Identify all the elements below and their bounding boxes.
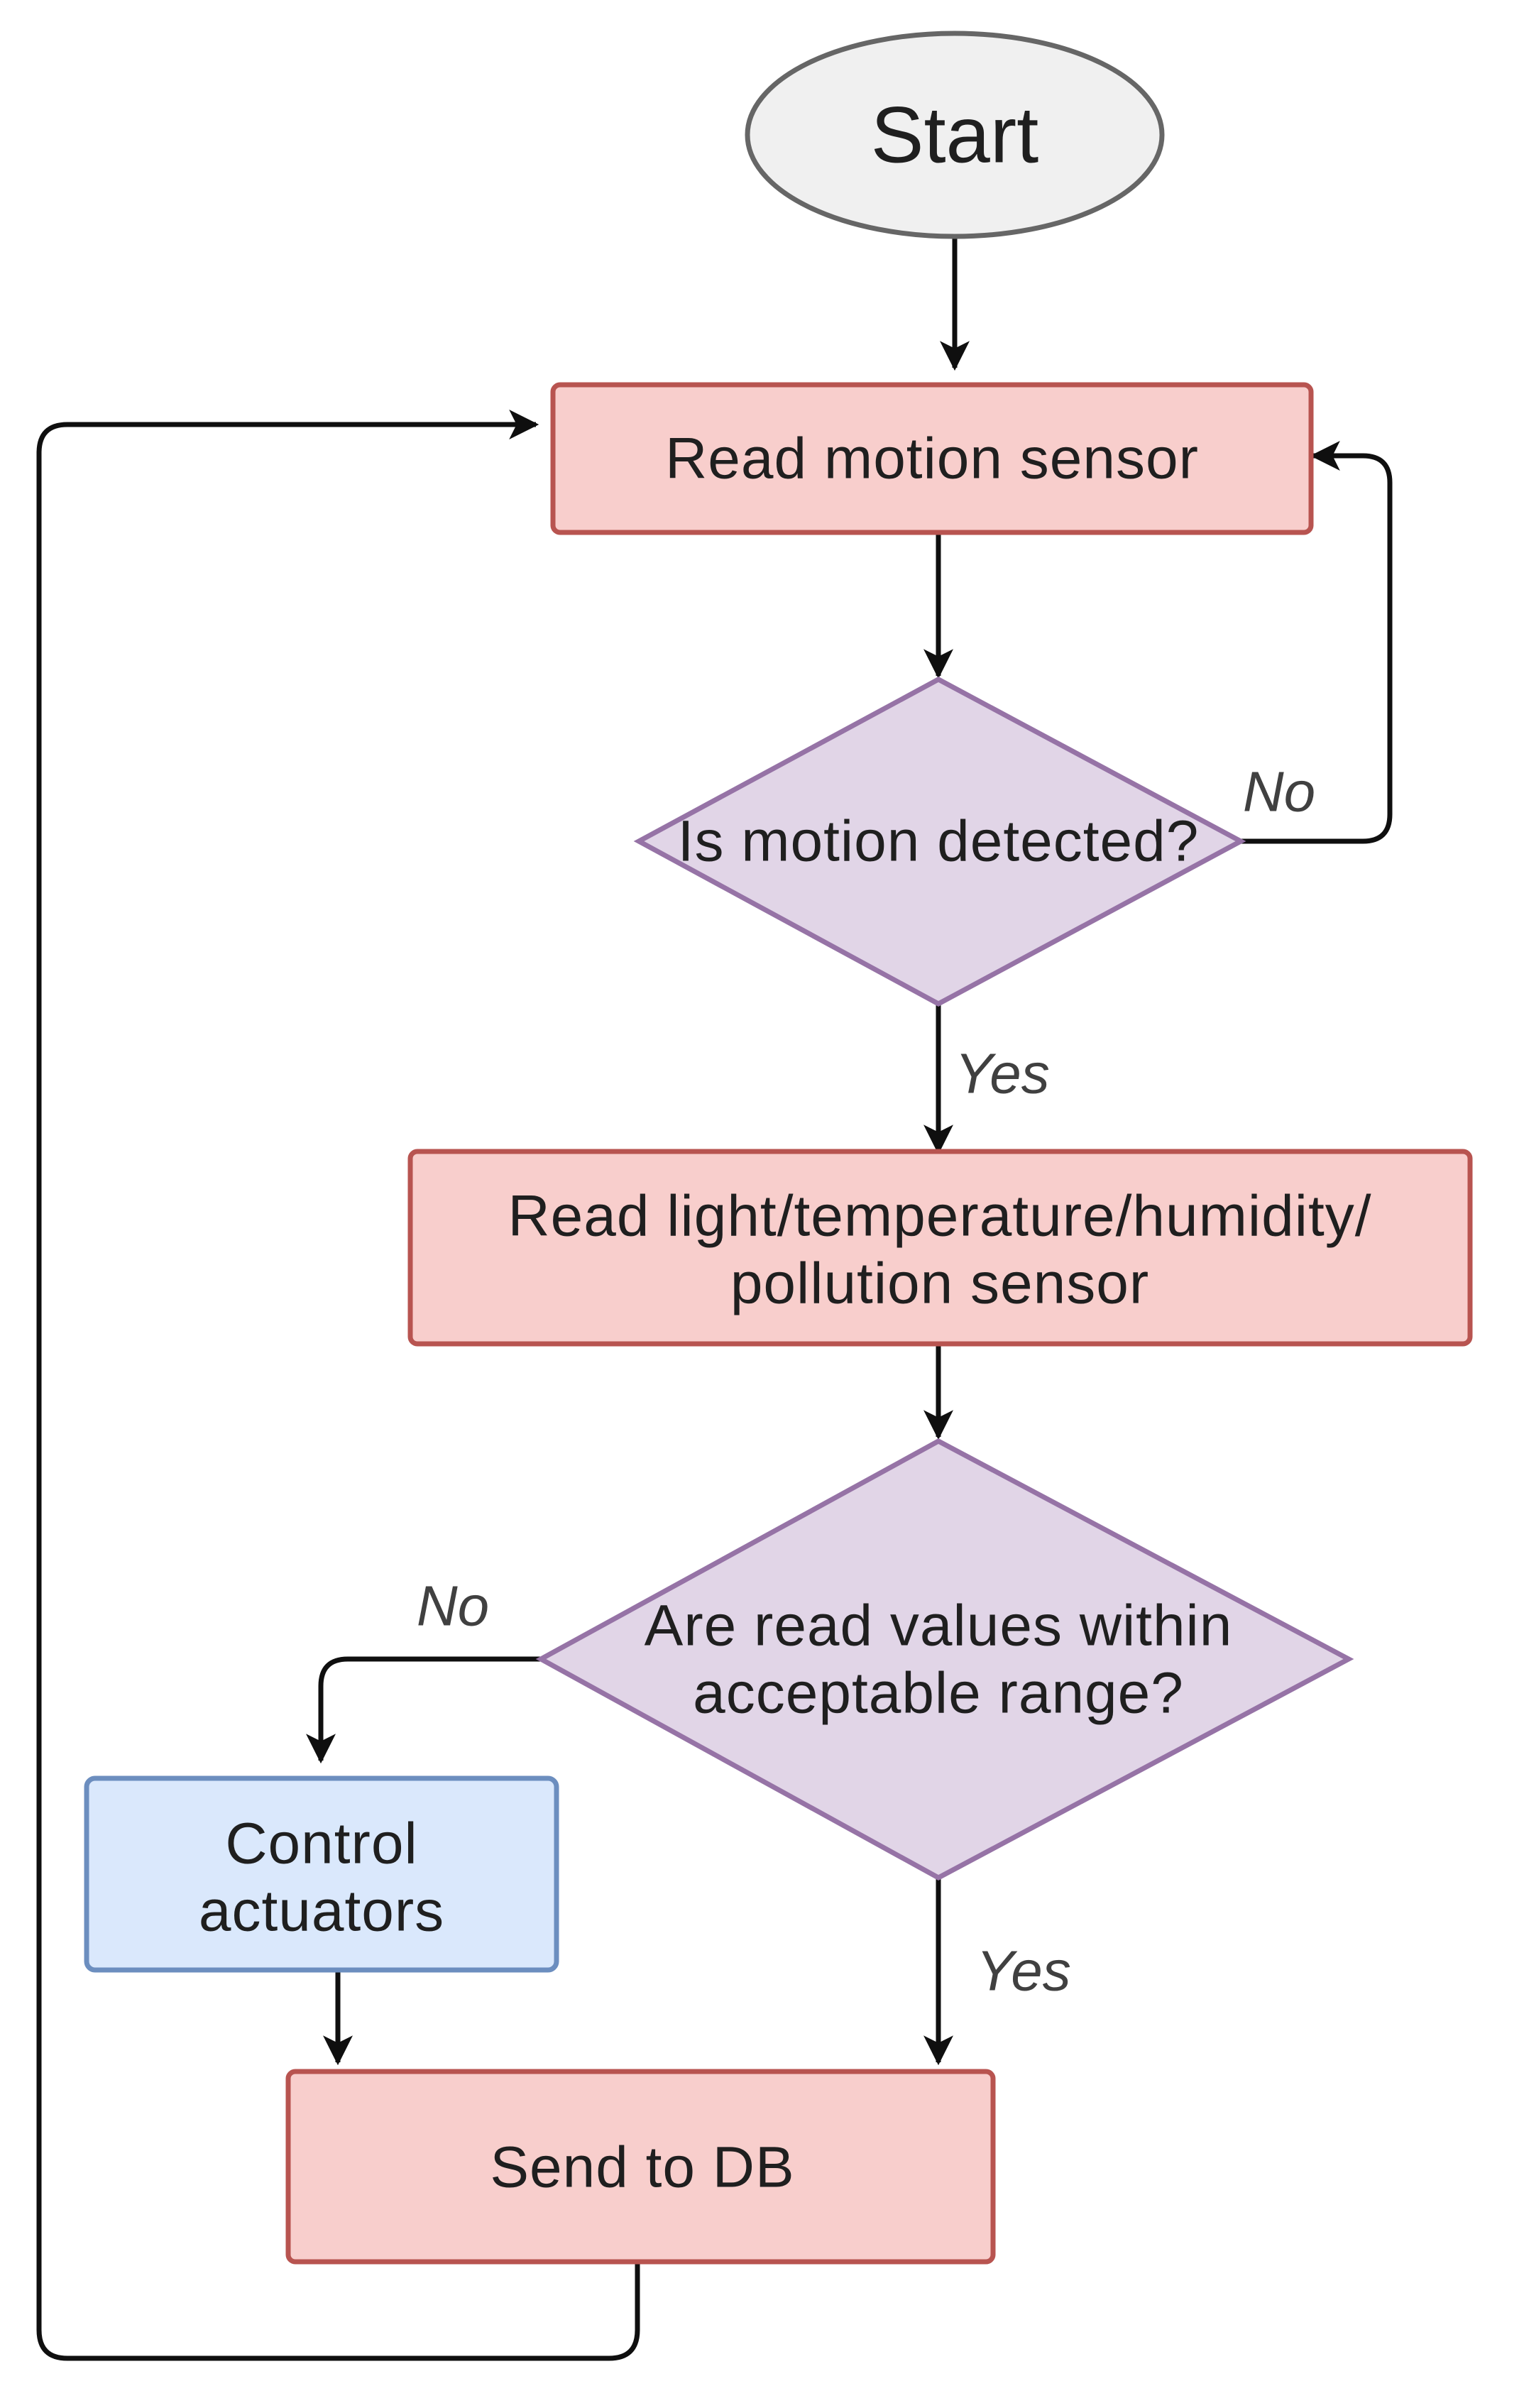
motion-decision-label: Is motion detected? [678, 809, 1200, 874]
read-env-sensor-label-line2: pollution sensor [730, 1252, 1149, 1316]
control-actuators-label-line1: Control [225, 1812, 417, 1876]
read-motion-sensor-label: Read motion sensor [665, 427, 1199, 491]
read-env-sensor-node: Read light/temperature/humidity/ polluti… [407, 1149, 1473, 1347]
range-decision-node: Are read values within acceptable range? [535, 1438, 1354, 1881]
start-ellipse [745, 31, 1165, 239]
range-decision-label-line1: Are read values within [645, 1594, 1233, 1658]
read-env-sensor-label-line1: Read light/temperature/humidity/ [508, 1184, 1371, 1249]
range-yes-label: Yes [976, 1939, 1070, 2003]
motion-no-label: No [1243, 760, 1315, 823]
send-to-db-node: Send to DB [285, 2069, 996, 2265]
start-label: Start [871, 91, 1039, 180]
motion-yes-label: Yes [955, 1042, 1049, 1105]
range-decision-label-line2: acceptable range? [693, 1661, 1184, 1726]
send-to-db-label: Send to DB [490, 2135, 794, 2200]
start-node: Start [745, 31, 1165, 239]
edge-motion-no-loop [1241, 441, 1393, 844]
control-actuators-label-line2: actuators [199, 1879, 444, 1944]
read-motion-sensor-box [550, 382, 1314, 535]
send-to-db-box [285, 2069, 996, 2265]
read-env-sensor-box [407, 1149, 1473, 1347]
edge-range-no [306, 1656, 541, 1764]
motion-decision-diamond [633, 677, 1246, 1007]
control-actuators-box [84, 1775, 559, 1973]
edge-send-db-loop-back [36, 410, 640, 2361]
range-decision-diamond [535, 1438, 1354, 1881]
motion-decision-node: Is motion detected? [633, 677, 1246, 1007]
control-actuators-node: Control actuators [84, 1775, 559, 1973]
range-no-label: No [417, 1575, 489, 1638]
read-motion-sensor-node: Read motion sensor [550, 382, 1314, 535]
